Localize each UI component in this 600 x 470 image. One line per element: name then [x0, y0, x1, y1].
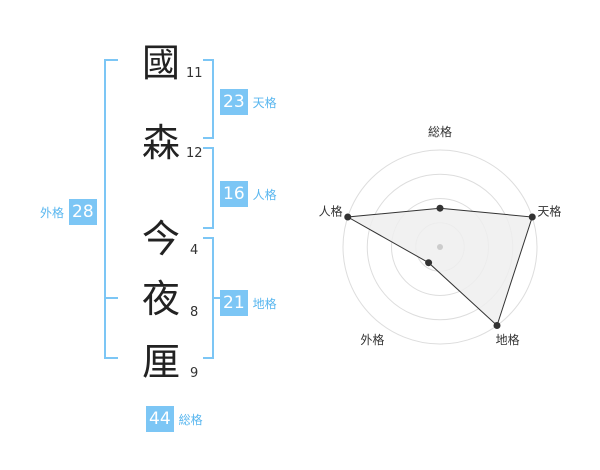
bracket-chikaku: [203, 237, 214, 359]
radar-point: [528, 213, 536, 221]
tenkaku-label: 天格: [252, 95, 277, 110]
radar-center: [437, 244, 443, 250]
radar-ring: [342, 149, 538, 345]
jinkaku-label: 人格: [252, 187, 277, 202]
soukaku-value: 44: [146, 406, 174, 432]
tenkaku-badge: 23 天格: [220, 89, 277, 115]
radar-axis-label: 総格: [428, 124, 452, 139]
bracket-tenkaku: [203, 59, 214, 139]
radar-point: [425, 259, 433, 267]
soukaku-badge: 44 総格: [146, 406, 203, 432]
name-char-2: 森: [142, 121, 181, 165]
gaikaku-badge: 外格 28: [40, 199, 97, 225]
radar-axis-label: 外格: [360, 332, 384, 347]
chikaku-value: 21: [220, 290, 248, 316]
chikaku-label: 地格: [252, 296, 277, 311]
stroke-count-3: 4: [190, 243, 199, 258]
stroke-count-2: 12: [186, 146, 203, 161]
radar-axis-label: 天格: [537, 203, 561, 218]
tenkaku-value: 23: [220, 89, 248, 115]
bracket-gaikaku: [104, 59, 118, 359]
gaikaku-value: 28: [69, 199, 97, 225]
chikaku-badge: 21 地格: [220, 290, 277, 316]
radar-point: [344, 213, 352, 221]
name-char-3: 今: [142, 217, 181, 261]
soukaku-label: 総格: [178, 412, 203, 427]
radar-point: [436, 204, 444, 212]
radar-area: [346, 207, 533, 327]
bracket-jinkaku: [203, 147, 214, 229]
bracket-lines: [104, 59, 222, 359]
radar-axis-label: 地格: [496, 332, 520, 347]
stroke-count-1: 11: [186, 66, 203, 81]
gaikaku-label: 外格: [40, 205, 65, 220]
name-char-4: 夜: [142, 277, 181, 321]
name-char-5: 厘: [142, 340, 181, 384]
radar-point: [493, 321, 501, 329]
name-char-1: 國: [142, 41, 181, 85]
jinkaku-value: 16: [220, 181, 248, 207]
stroke-count-5: 9: [190, 366, 199, 381]
jinkaku-badge: 16 人格: [220, 181, 277, 207]
stroke-count-4: 8: [190, 305, 199, 320]
radar-axis-label: 人格: [319, 203, 343, 218]
